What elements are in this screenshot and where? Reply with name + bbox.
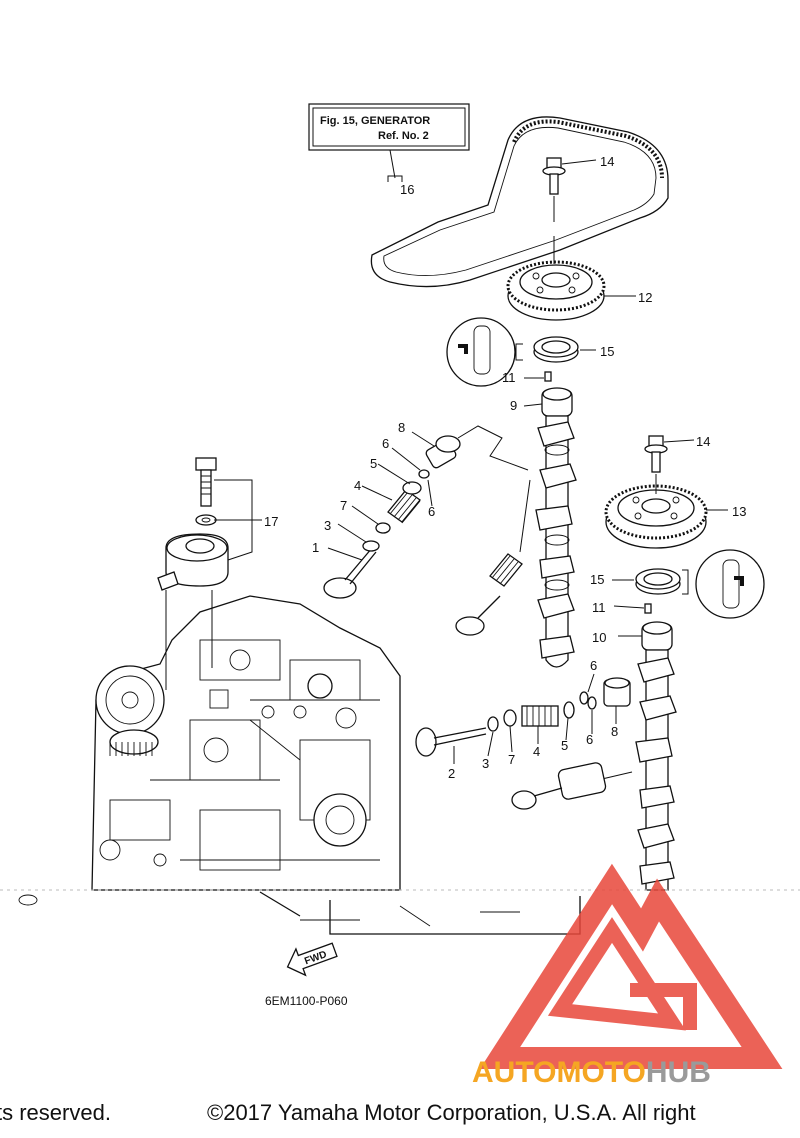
callout-8-lower: 8 [611, 724, 618, 739]
callout-4-upper: 4 [354, 478, 361, 493]
oil-seal-upper [446, 317, 596, 387]
callout-11-lower: 11 [592, 600, 606, 615]
callout-6-upper-a: 6 [382, 436, 389, 451]
copyright-footer: ts reserved. ©2017 Yamaha Motor Corporat… [0, 1100, 800, 1134]
diagram-code: 6EM1100-P060 [265, 994, 348, 1008]
watermark-text: AUTOMOTOHUB [472, 1056, 711, 1090]
callout-13: 13 [732, 504, 746, 519]
camshaft-intake [635, 603, 677, 891]
callout-9: 9 [510, 398, 517, 413]
engine-block [0, 595, 800, 935]
callout-15-upper: 15 [600, 344, 614, 359]
callout-3-upper: 3 [324, 518, 331, 533]
callout-5-lower: 5 [561, 738, 568, 753]
timing-belt [370, 116, 669, 288]
callouts: 14 16 12 15 11 9 8 6 5 4 6 7 3 1 14 13 1… [264, 154, 746, 781]
callout-11-upper: 11 [502, 370, 516, 385]
watermark-text-part1: AUTOMOTO [472, 1056, 646, 1089]
callout-14-upper: 14 [600, 154, 614, 169]
callout-15-lower: 15 [590, 572, 604, 587]
copyright-right: ©2017 Yamaha Motor Corporation, U.S.A. A… [207, 1100, 696, 1125]
callout-4-lower: 4 [533, 744, 540, 759]
callout-14-lower: 14 [696, 434, 710, 449]
watermark-logo [479, 863, 783, 1069]
leader-lines [327, 295, 728, 764]
callout-12: 12 [638, 290, 652, 305]
copyright-left: ts reserved. [0, 1100, 111, 1125]
callout-17: 17 [264, 514, 278, 529]
camshaft-pulley-exhaust [506, 260, 606, 321]
callout-7-lower: 7 [508, 752, 515, 767]
oil-seal-lower [612, 549, 765, 619]
watermark-text-part2: HUB [645, 1056, 711, 1089]
valve-assembly-upper [323, 425, 531, 636]
fwd-arrow: FWD [286, 942, 338, 977]
callout-7-upper: 7 [340, 498, 347, 513]
callout-1: 1 [312, 540, 319, 555]
callout-6-upper-b: 6 [428, 504, 435, 519]
bolt-upper [542, 157, 597, 264]
callout-10: 10 [592, 630, 606, 645]
callout-6-lower-b: 6 [586, 732, 593, 747]
camshaft-exhaust [535, 371, 577, 668]
callout-8-upper: 8 [398, 420, 405, 435]
belt-tensioner [157, 457, 262, 690]
reference-box-line2: Ref. No. 2 [378, 130, 429, 142]
callout-5-upper: 5 [370, 456, 377, 471]
valve-assembly-lower [415, 677, 633, 810]
camshaft-pulley-intake [604, 435, 708, 549]
callout-6-lower-a: 6 [590, 658, 597, 673]
callout-2: 2 [448, 766, 455, 781]
reference-box: Fig. 15, GENERATOR Ref. No. 2 [308, 103, 470, 182]
callout-3-lower: 3 [482, 756, 489, 771]
callout-16: 16 [400, 182, 414, 197]
reference-box-line1: Fig. 15, GENERATOR [320, 115, 430, 127]
